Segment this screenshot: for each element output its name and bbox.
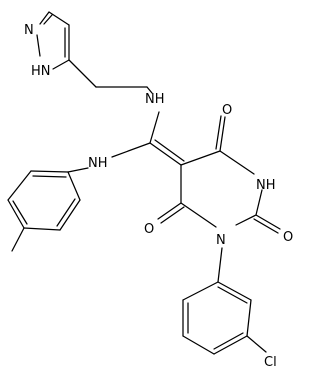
bond — [219, 150, 255, 175]
bond — [48, 11, 70, 26]
bond — [215, 115, 222, 150]
bond — [56, 198, 76, 227]
bond — [23, 227, 61, 231]
bond — [30, 170, 69, 173]
carbonyl-o-top-label: O — [222, 103, 232, 118]
bond — [67, 167, 89, 173]
bond — [11, 227, 25, 252]
bond — [67, 171, 81, 201]
bond — [7, 199, 25, 229]
bond — [219, 116, 226, 152]
bond — [180, 202, 217, 228]
carbonyl-o-left-label: O — [144, 222, 154, 237]
amine-nh-left-label: NH — [88, 156, 108, 171]
bond — [111, 142, 151, 158]
bond — [217, 247, 223, 283]
bond — [255, 214, 281, 230]
bond — [160, 206, 185, 224]
amine-nh-top-label: NH — [145, 92, 165, 107]
bond — [7, 170, 32, 201]
bond — [255, 189, 263, 216]
bond — [217, 286, 248, 304]
bond — [43, 14, 53, 25]
bond — [217, 281, 252, 301]
imidazole-n-label: N — [24, 23, 34, 38]
bond — [146, 86, 153, 94]
chloro-label: Cl — [264, 355, 277, 370]
bond — [180, 150, 221, 166]
bond — [154, 139, 185, 162]
bond — [59, 199, 81, 231]
ring-n-label: N — [216, 233, 226, 248]
bonds — [7, 11, 281, 355]
chemical-structure: N HN NH NH O NH O O N Cl — [7, 11, 293, 370]
carbonyl-o-right-label: O — [283, 230, 293, 245]
bond — [182, 281, 219, 301]
bond — [246, 299, 252, 337]
bond — [235, 214, 257, 226]
bond — [149, 142, 182, 166]
bond — [68, 59, 97, 88]
bond — [246, 335, 267, 353]
bond — [32, 175, 67, 178]
bond — [149, 111, 160, 144]
bond — [52, 59, 70, 70]
bond — [213, 335, 248, 355]
bond — [12, 200, 28, 225]
bond — [182, 335, 215, 355]
imidazole-nh-label: HN — [31, 64, 51, 79]
bond — [39, 11, 50, 25]
atom-labels: N HN NH NH O NH O O N Cl — [24, 23, 293, 370]
bond — [213, 332, 244, 350]
imide-nh-label: NH — [256, 178, 276, 193]
bond — [36, 34, 41, 57]
bond — [253, 218, 279, 234]
bond — [157, 202, 182, 220]
